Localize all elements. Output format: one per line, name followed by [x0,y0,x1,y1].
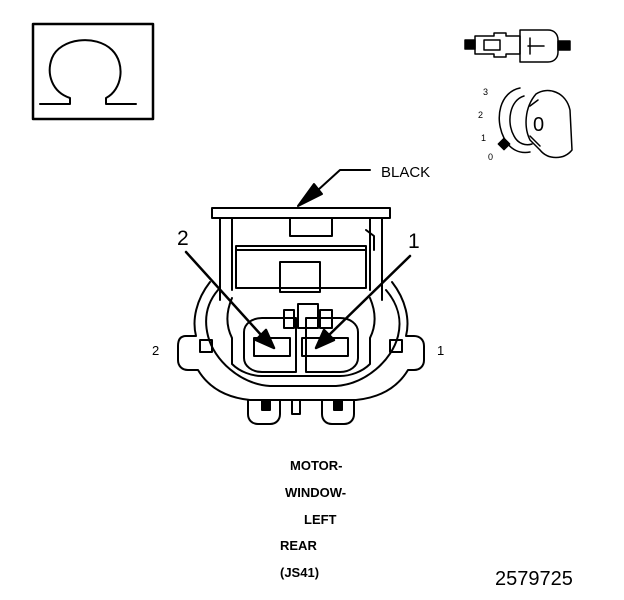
side-label-pin-1: 1 [437,343,445,358]
caption-line-4: REAR [280,538,317,553]
side-label-pin-2: 2 [152,343,160,358]
key-position-0: 0 [488,152,494,162]
terminal-connector-icon [464,29,571,63]
caption-line-3: LEFT [304,512,337,527]
ignition-key-icon [497,87,573,159]
connector-housing [177,207,425,425]
color-callout-arrow [297,169,371,207]
pin-callout-1: 1 [408,230,420,253]
key-position-2: 2 [478,110,484,120]
key-position-3: 3 [483,87,489,97]
figure-number: 2579725 [495,568,573,590]
pin-callout-arrows [184,250,412,350]
connector-color-label: BLACK [381,164,431,181]
caption-line-1: MOTOR- [290,458,343,473]
key-label: 0 [533,114,545,136]
caption-line-5: (JS41) [280,565,320,580]
omega-symbol-icon [31,22,155,121]
pin-callout-2: 2 [177,227,189,250]
caption-line-2: WINDOW- [285,485,347,500]
key-position-1: 1 [481,133,487,143]
